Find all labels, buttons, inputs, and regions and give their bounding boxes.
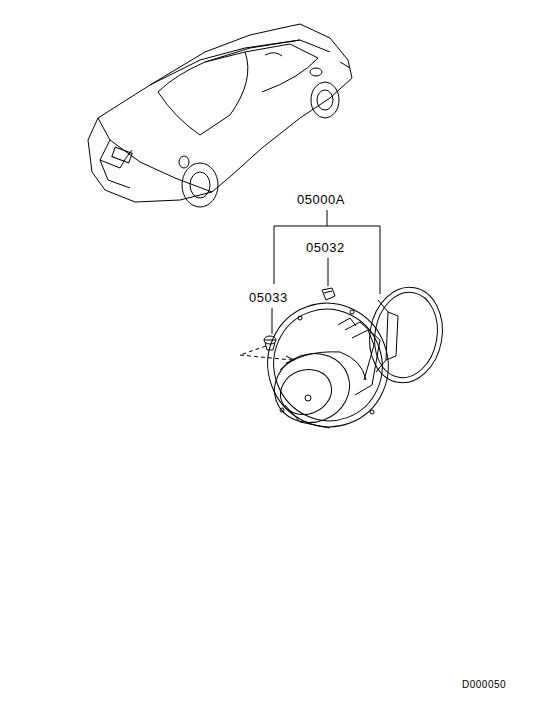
leader-lines	[240, 210, 380, 363]
callout-number: 05032	[306, 240, 345, 255]
car-illustration	[88, 24, 352, 207]
drawing-number: D000050	[462, 679, 506, 691]
callout-number: 05000A	[297, 192, 345, 207]
callout-number: 05033	[249, 290, 288, 305]
clip-05032	[322, 288, 335, 300]
fuel-door-lid	[362, 281, 450, 388]
